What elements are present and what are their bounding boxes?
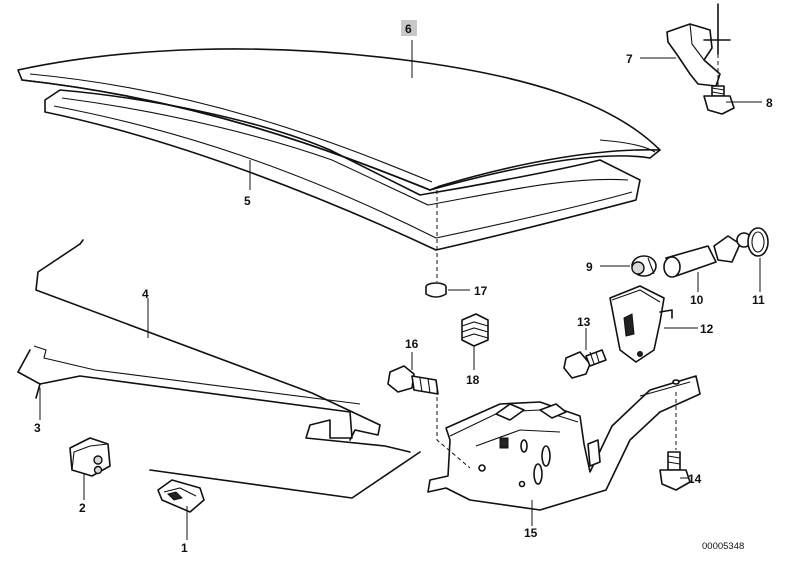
callout-7: 7 [626,52,633,66]
callout-1: 1 [181,541,188,555]
trunk-seal [44,89,641,251]
callout-16: 16 [405,337,419,351]
lock-insert-9 [631,255,657,277]
leader-lines [39,40,762,540]
callout-5: 5 [244,194,251,208]
assembly-lines [436,54,719,469]
callout-9: 9 [586,260,593,274]
clip-block-2 [69,437,111,477]
callout-15: 15 [524,526,538,540]
callout-17: 17 [474,284,488,298]
hinge-bracket-7 [666,3,731,87]
drawing-code: 00005348 [702,541,744,552]
bolt-8 [703,85,735,115]
callout-18: 18 [466,373,480,387]
ring-11 [747,227,769,257]
clip-1 [157,479,205,513]
lock-bracket-12 [609,285,673,363]
trunk-lid [17,48,661,191]
callout-3: 3 [34,421,41,435]
bolt-16 [387,365,439,395]
callout-12: 12 [700,322,714,336]
callout-labels: 1 2 3 4 5 6 7 8 9 10 11 12 13 14 15 16 1… [34,20,773,555]
grommet-17 [425,282,447,298]
callout-11: 11 [752,293,765,307]
rod-4 [35,239,381,441]
hinge-15 [427,375,701,511]
callout-6-highlight [401,20,417,36]
callout-14: 14 [688,472,702,486]
rod-extension [149,451,421,499]
bump-stop-18 [461,313,489,347]
callout-13: 13 [577,315,591,329]
callout-8: 8 [766,96,773,110]
bolt-13 [563,349,607,379]
lock-cylinder-10 [663,232,752,278]
bracket-3 [17,345,411,453]
callout-4: 4 [142,287,149,301]
callout-2: 2 [79,501,86,515]
callout-10: 10 [690,293,704,307]
bolt-14 [659,451,691,491]
callout-6: 6 [405,22,412,36]
